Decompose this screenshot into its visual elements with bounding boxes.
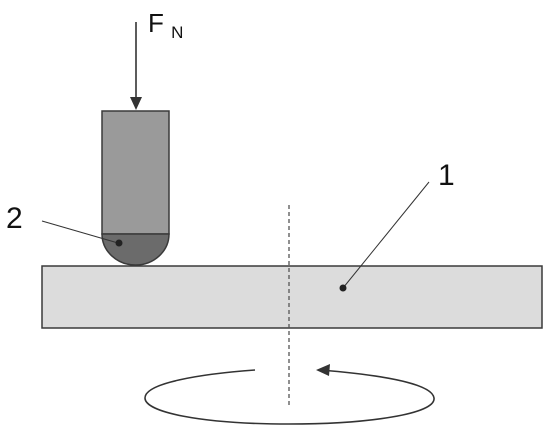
normal-force-arrowhead (130, 97, 142, 110)
label-1-dot (339, 284, 347, 292)
force-symbol: F (148, 8, 164, 38)
disk-sample (41, 265, 543, 329)
normal-force-label: F N (148, 8, 183, 42)
label-1: 1 (438, 159, 455, 192)
rotation-arrow-path (144, 369, 435, 425)
ball-tip (101, 233, 170, 266)
force-subscript: N (171, 23, 183, 42)
rotation-arrowhead (316, 364, 330, 376)
label-1-leader (342, 181, 430, 289)
label-2-leader (41, 220, 119, 244)
pin-body (101, 110, 170, 235)
label-2-dot (115, 239, 123, 247)
label-2: 2 (6, 202, 23, 235)
